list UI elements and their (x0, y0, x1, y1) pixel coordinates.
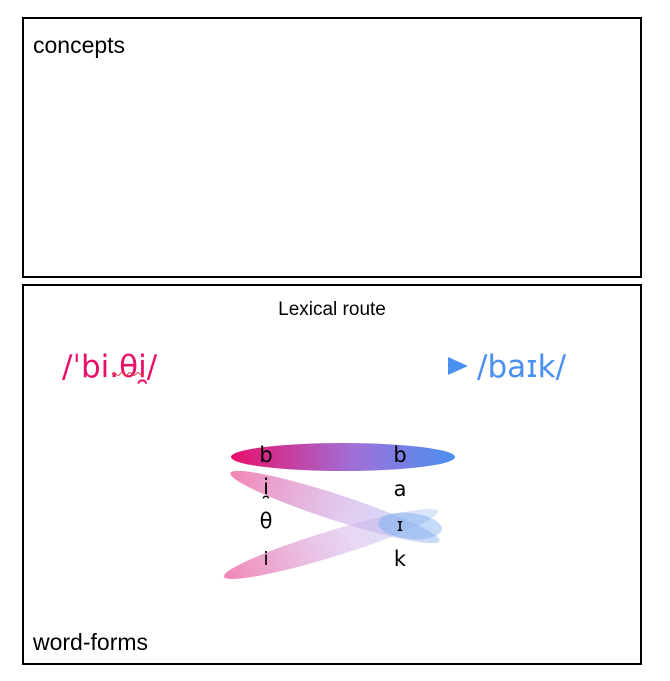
target-phoneme: a (394, 477, 407, 501)
source-phoneme: b (259, 443, 272, 467)
vowel-mapping (378, 512, 442, 540)
arrow-head-icon (448, 357, 468, 375)
word-forms-label: word-forms (33, 629, 149, 655)
lexical-route-label: Lexical route (278, 299, 386, 320)
target-word: /baɪk/ (477, 349, 567, 385)
concepts-panel: concepts (22, 17, 642, 278)
source-phoneme: θ (260, 509, 273, 533)
target-phoneme: k (394, 547, 407, 571)
source-word: /ˈbi.θi̯/ (62, 349, 158, 385)
word-forms-panel: Lexical route word-forms (22, 284, 642, 665)
spellcheck-underline (111, 372, 145, 376)
b-to-b-mapping (231, 443, 455, 471)
source-phoneme: i̯ (262, 475, 269, 499)
target-phoneme: b (393, 443, 406, 467)
target-phoneme: ɪ (397, 515, 404, 536)
source-phoneme: i (263, 548, 268, 570)
concepts-label: concepts (33, 32, 126, 58)
